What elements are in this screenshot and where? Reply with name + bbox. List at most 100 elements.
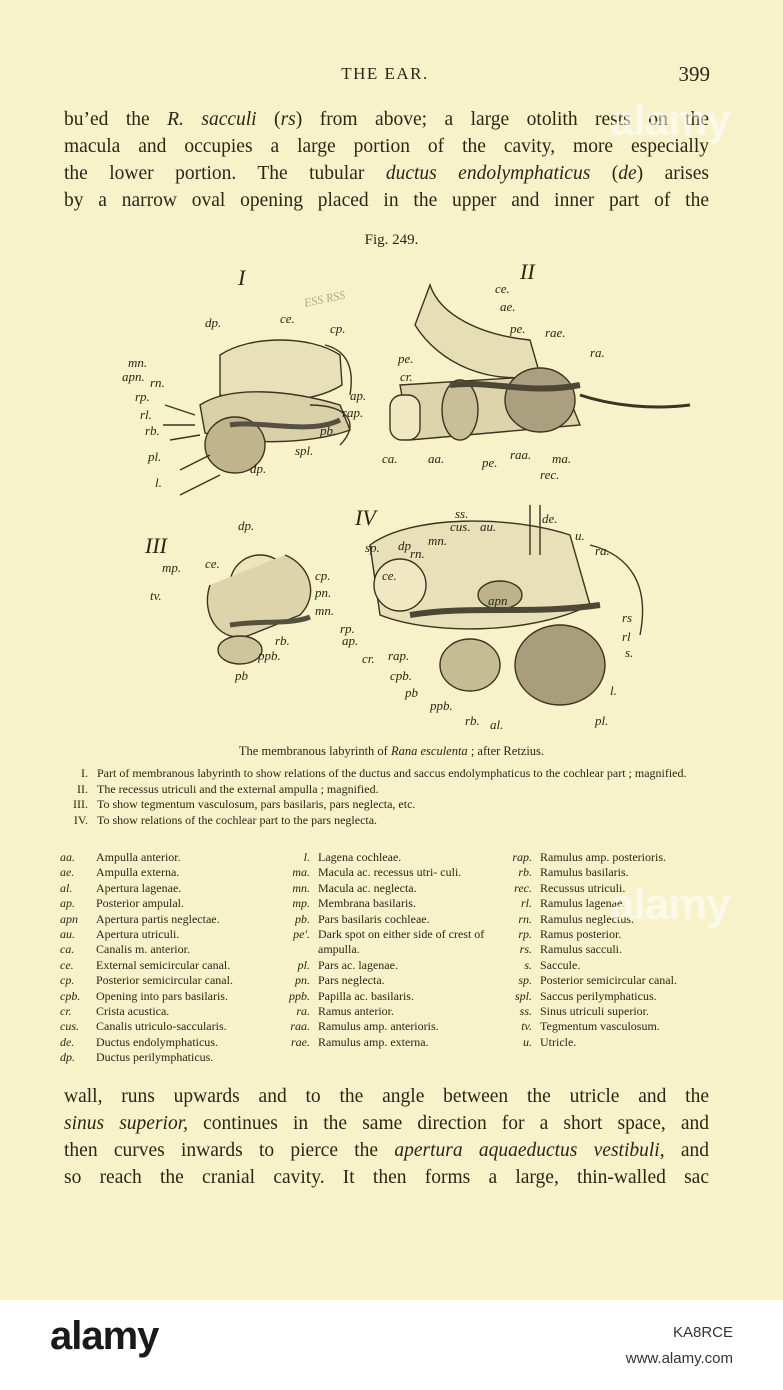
text-line: bu’ed the R. sacculi (rs) from above; a … [64,109,709,130]
legend-abbreviation: rae. [291,1034,310,1049]
legend-entry: ra.Ramus anterior. [278,1004,500,1019]
legend-definition: Ramulus neglectus. [540,911,634,926]
caption-credit: ; after Retzius. [467,744,545,758]
legend-entry: rs.Ramulus sacculi. [500,942,710,957]
legend-definition: Ampulla anterior. [96,850,181,864]
legend-definition: Saccule. [540,957,581,972]
figure-label-text: cp. [330,321,346,336]
caption-text: The membranous labyrinth of [238,744,391,758]
legend-entry: mn.Macula ac. neglecta. [278,881,500,896]
figure-label-text: rb. [465,713,480,728]
figure-label-text: pe. [481,455,498,470]
legend-definition: Posterior ampulal. [96,896,184,911]
part-numeral: III. [73,797,88,811]
legend-definition: Ramus anterior. [318,1004,394,1019]
legend-definition: Apertura utriculi. [96,927,180,942]
legend-definition: Macula ac. neglecta. [318,880,417,895]
figure-label-text: ce. [205,556,220,571]
panel-iii-labels: dp.ce.mp.tv.cp.pn.mn.rp.rb.ppb.pb [150,518,355,683]
legend-entry: de.Ductus endolymphaticus. [60,1035,275,1050]
legend-abbreviation: ae. [60,865,75,880]
legend-definition: External semicircular canal. [96,957,231,972]
figure-label-text: ss. [455,506,468,521]
legend-abbreviation: rn. [518,911,532,926]
figure-label-text: ca. [382,451,398,466]
figure-label-text: cr. [362,651,375,666]
figure-label-text: pb [234,668,249,683]
legend-entry: pn.Pars neglecta. [278,973,500,988]
legend-definition: Ampulla externa. [96,865,180,880]
legend-entry: ce.External semicircular canal. [60,958,275,973]
figure-label-text: rs [622,610,632,625]
legend-entry: ss.Sinus utriculi superior. [500,1004,710,1019]
figure-label-text: pl. [594,713,608,728]
figure-label-text: rp. [135,389,150,404]
legend-entry: pe'.Dark spot on either side of crest of… [278,927,500,958]
figure-label-text: rb. [275,633,290,648]
legend-definition: Opening into pars basilaris. [96,988,228,1003]
legend-abbreviation: u. [523,1034,532,1049]
figure-part-item: I.Part of membranous labyrinth to show r… [60,766,710,782]
legend-entry: ppb.Papilla ac. basilaris. [278,989,500,1004]
part-description: The recessus utriculi and the external a… [97,781,379,796]
figure-label-text: dp. [205,315,221,330]
figure-label-text: mp. [162,560,181,575]
legend-definition: Utricle. [540,1034,577,1049]
legend-entry: au.Apertura utriculi. [60,927,275,942]
figure-label-text: cr. [400,369,413,384]
legend-abbreviation: raa. [290,1019,310,1034]
panel-iii-drawing [206,554,312,665]
legend-column-1: aa.Ampulla anterior.ae.Ampulla externa.a… [60,850,275,1066]
legend-abbreviation: cus. [60,1019,79,1034]
figure-label-text: ap. [350,388,366,403]
legend-entry: spl.Saccus perilymphaticus. [500,989,710,1004]
figure-part-item: IV.To show relations of the cochlear par… [60,813,710,829]
figure-label-text: cp. [315,568,331,583]
legend-definition: Posterior semicircular canal. [96,973,233,988]
figure-label-text: ae. [500,299,516,314]
text-line: then curves inwards to pierce the apertu… [64,1140,709,1161]
figure-label-text: rap. [342,405,363,420]
legend-definition: Apertura lagenae. [96,880,182,895]
legend-entry: cp.Posterior semicircular canal. [60,973,275,988]
text-line: macula and occupies a large portion of t… [64,136,709,157]
legend-definition: Pars ac. lagenae. [318,957,398,972]
legend-abbreviation: al. [60,880,73,895]
part-description: Part of membranous labyrinth to show rel… [97,766,687,780]
running-title: THE EAR. [341,64,429,83]
figure-label-text: ppb. [257,648,281,663]
figure-label-text: rae. [545,325,566,340]
legend-definition: Ramulus lagenae. [540,896,626,911]
figure-label-text: apn [488,593,508,608]
figure-label-text: ma. [552,451,571,466]
legend-definition: Canalis m. anterior. [96,942,190,957]
legend-definition: Papilla ac. basilaris. [318,988,414,1003]
legend-abbreviation: ss. [519,1004,532,1019]
legend-abbreviation: dp. [60,1050,75,1065]
figure-caption: The membranous labyrinth of Rana esculen… [0,744,783,759]
figure-label-text: pn. [314,585,331,600]
figure-label-text: mn. [428,533,447,548]
text-line: sinus superior, continues in the same di… [64,1113,709,1134]
figure-part-item: II.The recessus utriculi and the externa… [60,782,710,798]
figure-label-text: tv. [150,588,162,603]
legend-abbreviation: apn [60,911,78,926]
legend-definition: Recussus utriculi. [540,880,626,895]
text-line: wall, runs upwards and to the angle betw… [64,1086,709,1107]
panel-i-drawing [163,339,352,496]
legend-entry: mp.Membrana basilaris. [278,896,500,911]
figure-label-text: pb [404,685,419,700]
figure-label-text: al. [490,717,503,732]
panel-i-labels: dp.ce.cp.mn.apn.rn.rp.rl.rb.pl.l.ap.rap.… [122,311,366,490]
legend-abbreviation: pb. [295,911,310,926]
legend-abbreviation: pe'. [293,927,310,942]
figure-label-text: rec. [540,467,559,482]
figure-label-text: rl. [140,407,152,422]
legend-entry: rn. Ramulus neglectus. [500,912,710,927]
legend-entry: u. Utricle. [500,1035,710,1050]
figure-label-text: ce. [280,311,295,326]
figure-label-text: cpb. [390,668,412,683]
legend-definition: Saccus perilymphaticus. [540,988,657,1003]
